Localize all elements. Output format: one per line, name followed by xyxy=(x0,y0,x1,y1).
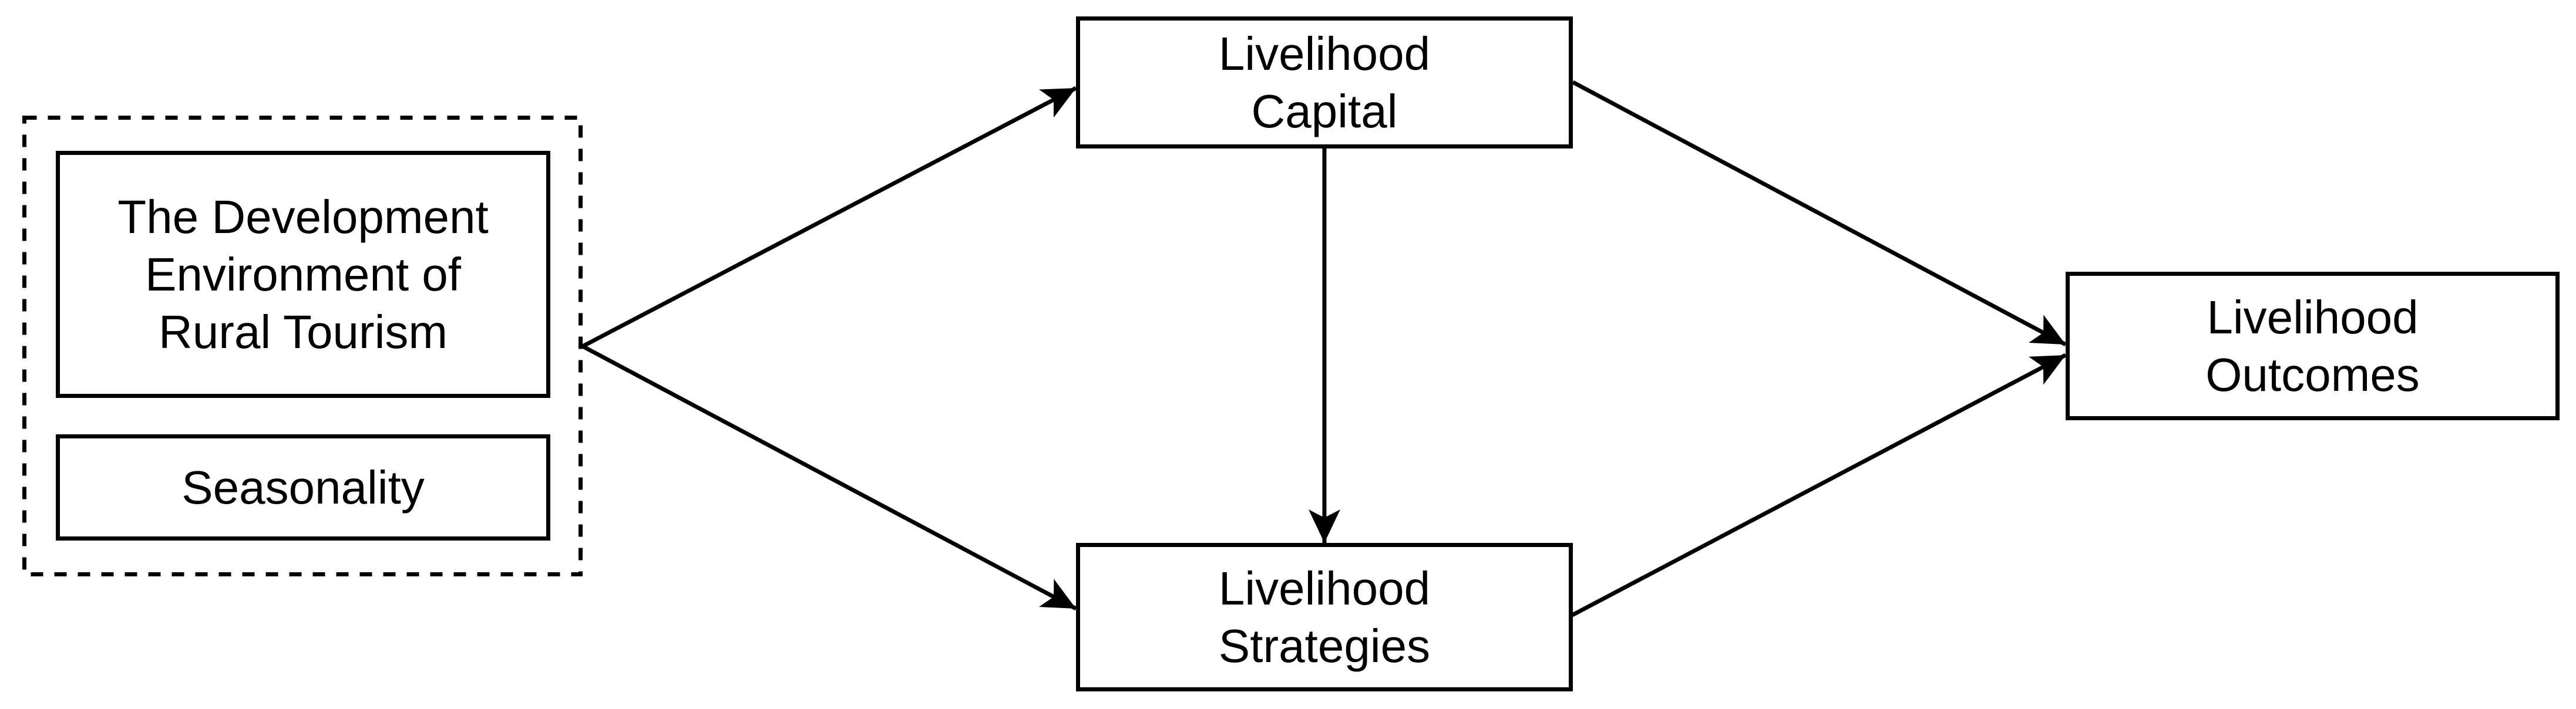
node-livelihood-capital: Livelihood Capital xyxy=(1076,16,1573,148)
arrow-group-to-strategies xyxy=(581,344,1077,611)
arrow-group-to-capital xyxy=(581,86,1077,349)
node-seasonality: Seasonality xyxy=(56,434,550,541)
arrow-strategies-to-outcomes xyxy=(1571,353,2067,617)
node-livelihood-strategies-label: Livelihood Strategies xyxy=(1218,562,1431,672)
node-development-environment: The Development Environment of Rural Tou… xyxy=(56,151,550,398)
node-livelihood-capital-label: Livelihood Capital xyxy=(1218,27,1431,137)
dashed-group-outline xyxy=(22,116,583,576)
node-livelihood-outcomes: Livelihood Outcomes xyxy=(2066,272,2560,420)
node-livelihood-strategies: Livelihood Strategies xyxy=(1076,543,1573,691)
node-livelihood-outcomes-label: Livelihood Outcomes xyxy=(2205,291,2420,401)
node-seasonality-label: Seasonality xyxy=(181,461,425,514)
arrow-capital-to-outcomes xyxy=(1572,80,2067,347)
node-development-environment-label: The Development Environment of Rural Tou… xyxy=(117,190,489,358)
